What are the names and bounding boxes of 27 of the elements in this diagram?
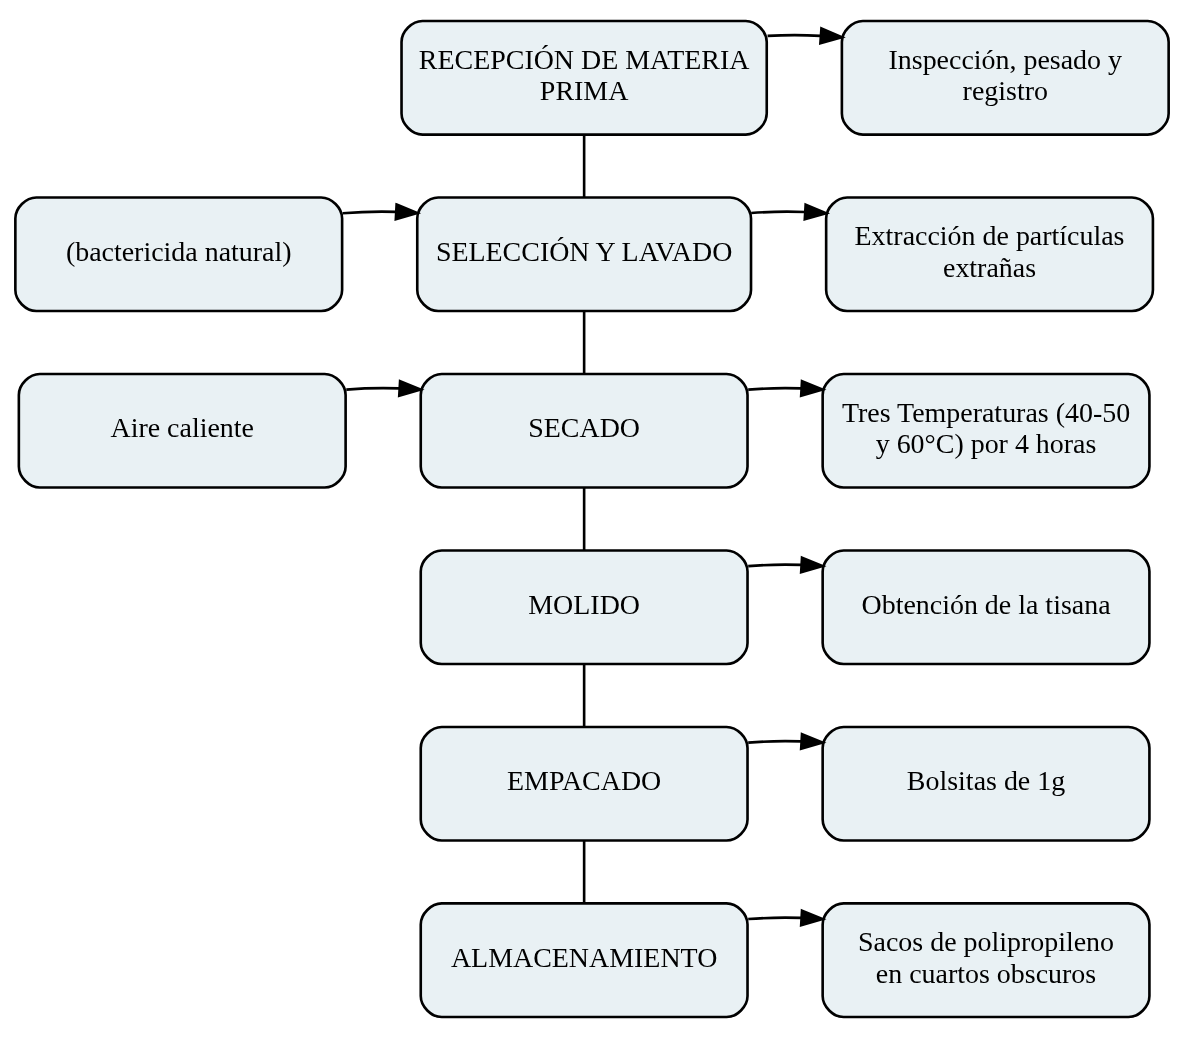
node-box: Inspección, pesado y registro (840, 19, 1170, 136)
node-box: SELECCIÓN Y LAVADO (415, 196, 753, 313)
node-box: Sacos de polipropileno en cuartos obscuros (821, 902, 1151, 1019)
connector (582, 840, 586, 904)
arrow (748, 379, 827, 398)
node-box: Aire caliente (17, 372, 347, 489)
node-box: Tres Temperaturas (40-50 y 60°C) por 4 horas (821, 372, 1151, 489)
node-box: EMPACADO (419, 725, 749, 842)
arrow (342, 202, 422, 221)
arrow (748, 908, 827, 928)
arrow (748, 732, 827, 751)
connector (582, 487, 586, 551)
node-box: MOLIDO (419, 549, 749, 666)
arrow (767, 26, 846, 45)
node-box: Extracción de partículas extrañas (824, 196, 1155, 313)
node-box: ALMACENAMIENTO (419, 902, 749, 1019)
node-box: RECEPCIÓN DE MATERIA PRIMA (400, 19, 769, 136)
connector (582, 134, 586, 198)
node-box: SECADO (419, 372, 749, 489)
arrow (748, 555, 827, 575)
arrow (751, 202, 831, 222)
node-box: Bolsitas de 1g (821, 725, 1151, 842)
arrow (346, 379, 425, 398)
node-box: (bactericida natural) (14, 196, 344, 313)
connector (582, 311, 586, 374)
connector (582, 664, 586, 727)
node-box: Obtención de la tisana (821, 549, 1151, 666)
